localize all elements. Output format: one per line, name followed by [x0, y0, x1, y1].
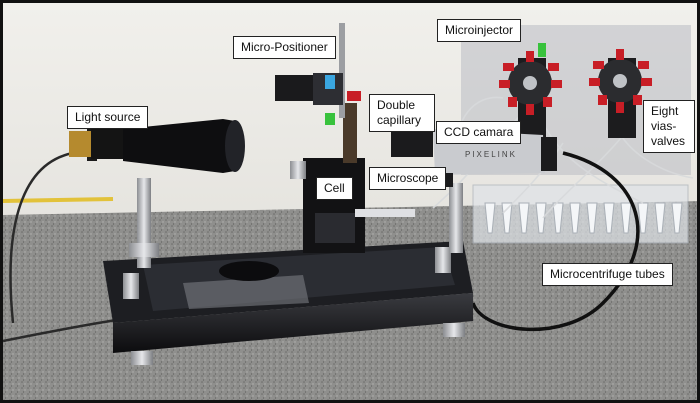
valve-right: [589, 49, 652, 138]
black-cable-left: [9, 151, 74, 324]
label-cell: Cell: [316, 177, 353, 200]
microscope-assembly: [275, 23, 415, 253]
label-light-source: Light source: [67, 106, 149, 129]
label-microinjector: Microinjector: [437, 19, 522, 42]
valve-left: [499, 43, 562, 138]
label-micro-positioner: Micro-Positioner: [233, 36, 336, 59]
label-double-capillary: Double capillary: [369, 94, 435, 132]
lab-setup-photo: PIXELINK: [3, 3, 697, 400]
label-microcentrifuge-tubes: Microcentrifuge tubes: [542, 263, 673, 286]
light-source: [69, 119, 245, 268]
camera-brand-text: PIXELINK: [465, 150, 517, 159]
black-cable-bottom: [3, 317, 124, 343]
right-post: [449, 183, 463, 253]
black-cable-right: [471, 151, 640, 332]
label-eight-vias-valves: Eight vias-valves: [643, 100, 695, 153]
label-microscope: Microscope: [369, 167, 447, 190]
platform-base: [103, 241, 473, 365]
label-ccd-camera: CCD camara: [436, 121, 522, 144]
yellow-cable: [3, 197, 114, 203]
microcentrifuge-tubes: [472, 184, 689, 244]
